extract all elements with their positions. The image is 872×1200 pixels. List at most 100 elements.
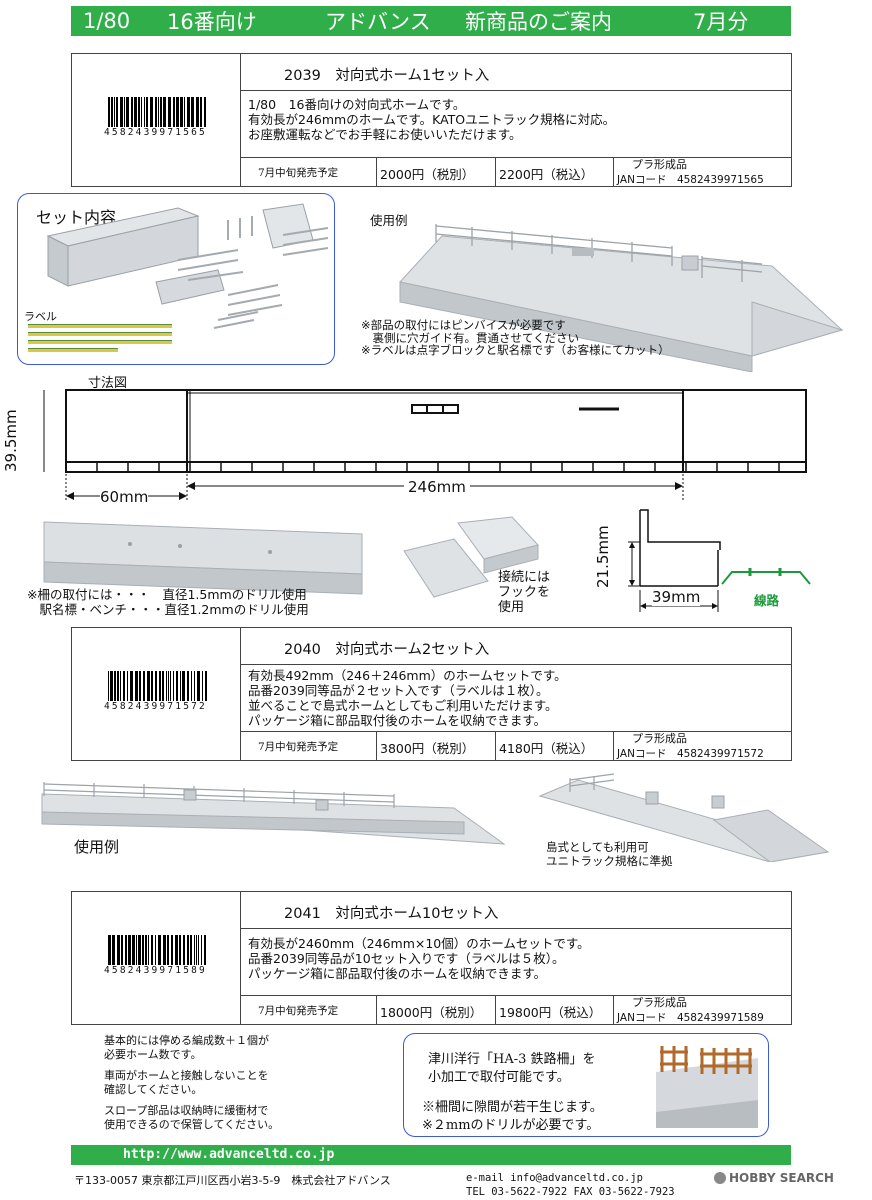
joint-note-2: フックを xyxy=(498,585,551,600)
usage2-note-1: 島式としても利用可 xyxy=(546,840,649,854)
advice-line: 基本的には停める編成数＋１個が xyxy=(104,1034,269,1047)
label-strip xyxy=(28,332,172,336)
product-desc-line-2: 品番2039同等品が２セット入です（ラベルは１枚）。 xyxy=(248,683,549,698)
barcode-bar xyxy=(162,671,164,701)
barcode-bar xyxy=(202,671,203,701)
product-title: 2040 対向式ホーム2セット入 xyxy=(284,642,490,658)
barcode-bar xyxy=(163,97,166,127)
url-bar: http://www.advanceltd.co.jp xyxy=(71,1145,791,1165)
barcode-bar xyxy=(120,97,123,127)
product-card-2039: 2039 対向式ホーム1セット入 4582439971565 1/80 16番向… xyxy=(71,53,792,187)
header-title: 新商品のご案内 xyxy=(465,10,612,34)
barcode-bar xyxy=(134,97,137,127)
barcode-bar xyxy=(168,97,171,127)
barcode-bar xyxy=(196,935,197,965)
barcode-number: 4582439971565 xyxy=(104,127,207,138)
barcode-image: 4582439971572 xyxy=(104,671,210,715)
barcode-bar xyxy=(146,97,148,127)
barcode-bar xyxy=(120,671,121,701)
barcode-bar xyxy=(144,97,145,127)
barcode-bar xyxy=(121,935,123,965)
barcode-bar xyxy=(194,671,195,701)
barcode-bar xyxy=(166,671,167,701)
barcode-bar xyxy=(159,671,161,701)
advice-line: スロープ部品は収納時に緩衝材で xyxy=(104,1104,269,1117)
website-url[interactable]: http://www.advanceltd.co.jp xyxy=(123,1147,335,1162)
barcode-bar xyxy=(138,935,141,965)
header-scale: 1/80 xyxy=(83,9,131,33)
barcode-bar xyxy=(151,935,153,965)
product-title: 2041 対向式ホーム10セット入 xyxy=(284,906,499,922)
price-incl-tax: 4180円（税込） xyxy=(499,741,594,756)
barcode-bar xyxy=(196,97,199,127)
barcode-bar xyxy=(116,97,118,127)
fence-line-2: 小加工で取付可能です。 xyxy=(428,1070,570,1085)
barcode-bar xyxy=(138,97,140,127)
barcode-bar xyxy=(126,97,129,127)
hobbysearch-logo-icon xyxy=(714,1172,726,1184)
barcode-bar xyxy=(150,97,153,127)
barcode-bar xyxy=(201,935,202,965)
usage-note-3: ※ラベルは点字ブロックと駅名標です（お客様にてカット） xyxy=(361,343,670,357)
barcode-bar xyxy=(128,935,131,965)
jan-code: JANコード 4582439971572 xyxy=(617,748,764,760)
barcode-bar xyxy=(176,671,178,701)
product-desc-line-2: 品番2039同等品が10セット入りです（ラベルは５枚）。 xyxy=(248,951,565,966)
fence-line-4: ※柵間に隙間が若干生じます。 xyxy=(422,1100,603,1115)
footer-email[interactable]: e-mail info@advanceltd.co.jp xyxy=(466,1172,644,1184)
product-kind: プラ形成品 xyxy=(632,158,687,171)
barcode-bar xyxy=(108,671,109,701)
barcode-bar xyxy=(132,935,135,965)
barcode-bar xyxy=(141,97,142,127)
barcode-bar xyxy=(158,935,161,965)
barcode-bar xyxy=(123,671,125,701)
product-desc-line-1: 1/80 16番向けの対向式ホームです。 xyxy=(248,97,466,112)
product-desc-line-4: パッケージ箱に部品取付後のホームを収納できます。 xyxy=(248,713,547,728)
barcode-bar xyxy=(111,97,113,127)
barcode-bar xyxy=(147,671,150,701)
barcode-bar xyxy=(124,97,125,127)
joint-note-1: 接続には xyxy=(498,570,551,585)
price-excl-tax: 3800円（税別） xyxy=(380,741,475,756)
barcode-bar xyxy=(127,671,128,701)
barcode-bar xyxy=(187,97,190,127)
product-card-2041: 2041 対向式ホーム10セット入 4582439971589 有効長が2460… xyxy=(71,891,792,1025)
dimension-height-label: 39.5mm xyxy=(2,409,20,472)
barcode-bar xyxy=(139,671,141,701)
cross-section-drawing xyxy=(628,509,811,612)
barcode-bar xyxy=(136,935,137,965)
barcode-number: 4582439971589 xyxy=(104,965,207,976)
header-gauge: 16番向け xyxy=(167,10,257,34)
dimension-end-length-label: 60mm xyxy=(100,488,149,506)
barcode-bar xyxy=(182,671,185,701)
barcode-bar xyxy=(160,97,162,127)
barcode-bar xyxy=(168,671,169,701)
barcode-bar xyxy=(180,97,183,127)
fence-line-1: 津川洋行「HA-3 鉄路柵」を xyxy=(428,1052,596,1067)
barcode-bars xyxy=(108,935,206,965)
barcode-bar xyxy=(194,935,195,965)
price-excl-tax: 18000円（税別） xyxy=(380,1005,483,1020)
barcode-bar xyxy=(148,935,149,965)
barcode-bar xyxy=(108,935,111,965)
barcode-bar xyxy=(190,935,192,965)
product-card-2040: 2040 対向式ホーム2セット入 4582439971572 有効長492mm（… xyxy=(71,627,792,761)
usage-note-1: ※部品の取付にはピンバイスが必要です xyxy=(361,318,566,332)
barcode-bar xyxy=(163,935,166,965)
barcode-bar xyxy=(204,935,206,965)
set-contents-box: セット内容 ラベル xyxy=(17,193,335,365)
barcode-bar xyxy=(108,97,110,127)
barcode-bar xyxy=(151,671,153,701)
barcode-bar xyxy=(117,671,119,701)
barcode-bar xyxy=(155,671,157,701)
barcode-bar xyxy=(142,935,144,965)
barcode-image: 4582439971589 xyxy=(104,935,210,979)
barcode-bar xyxy=(204,97,206,127)
dimension-title: 寸法図 xyxy=(88,376,128,391)
barcode-bar xyxy=(180,671,181,701)
header-banner: 1/80 16番向け アドバンス 新商品のご案内 7月分 xyxy=(71,6,791,36)
product-kind: プラ形成品 xyxy=(632,996,687,1009)
label-strip xyxy=(28,348,118,352)
usage-title: 使用例 xyxy=(370,213,408,228)
barcode-bar xyxy=(191,671,192,701)
